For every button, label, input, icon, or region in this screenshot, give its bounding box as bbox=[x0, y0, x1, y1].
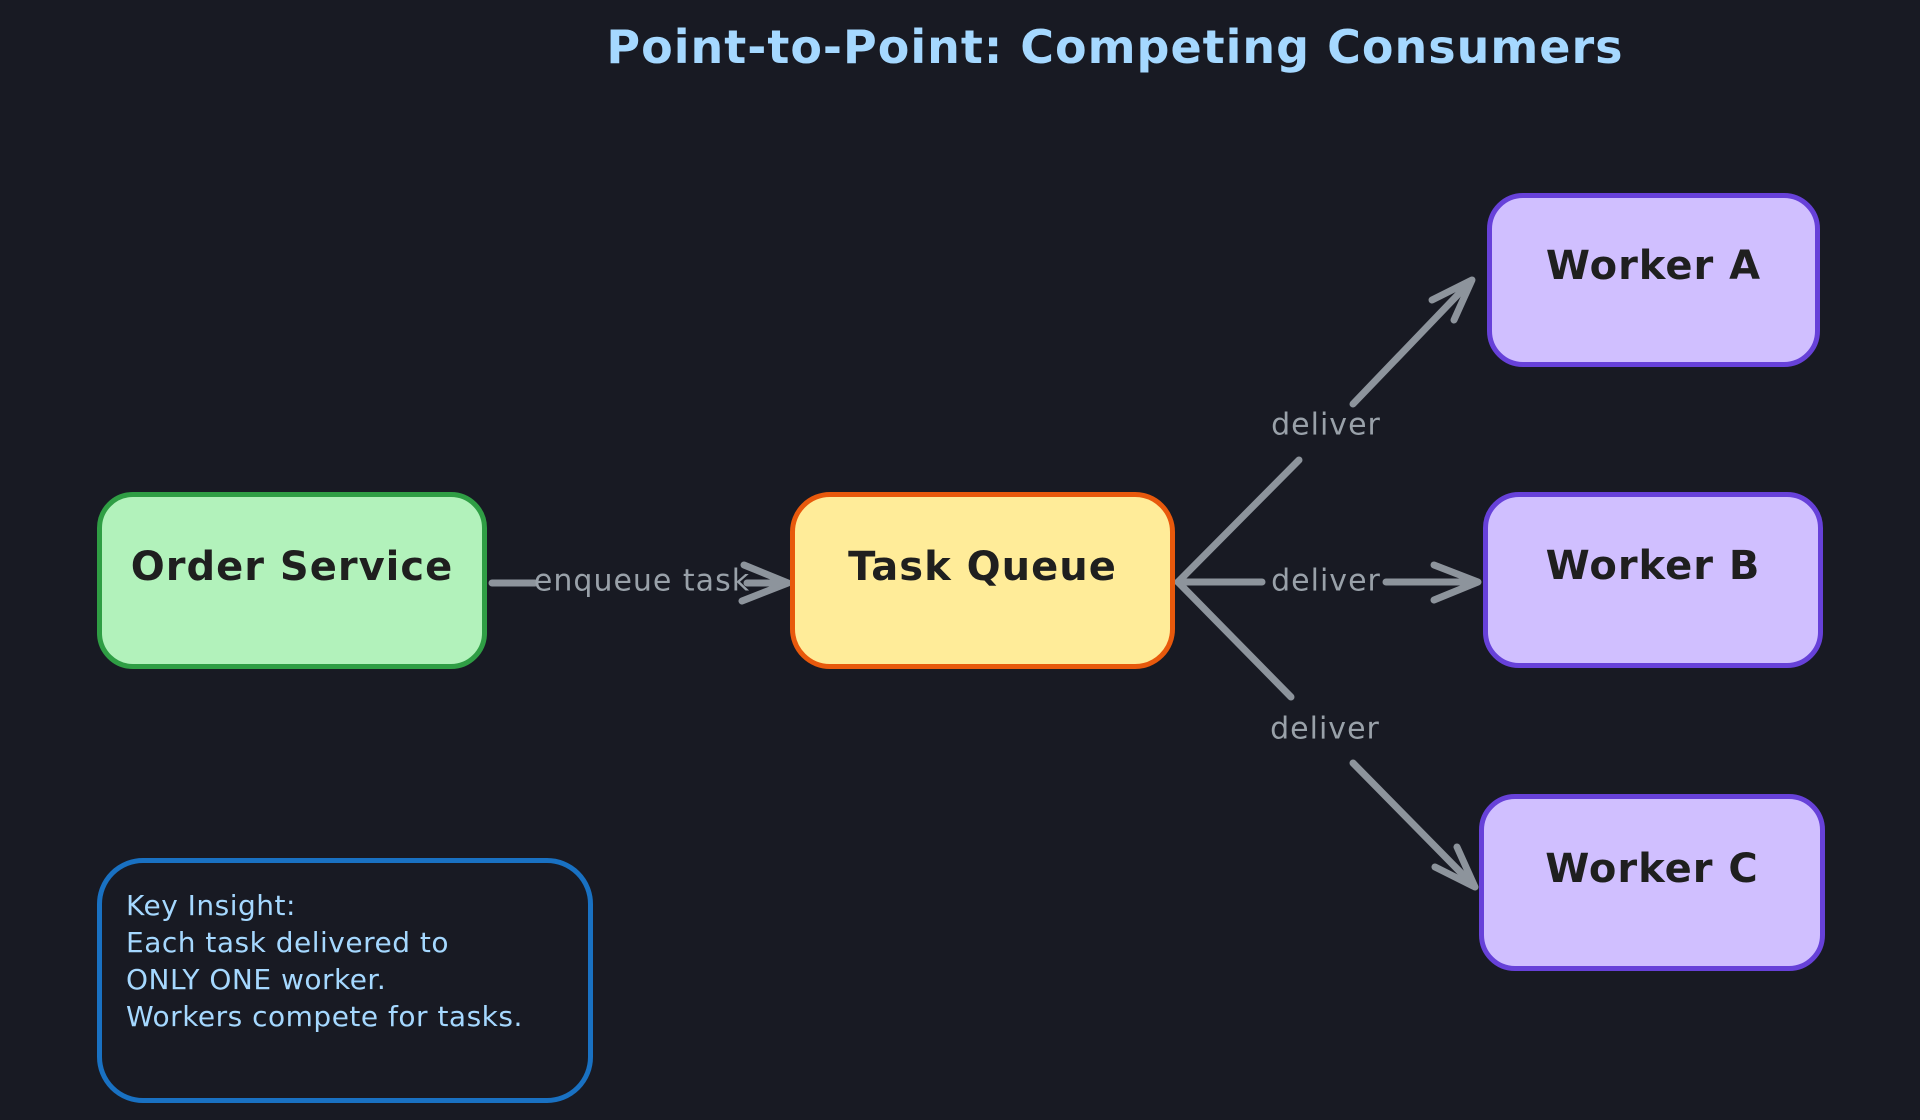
edge-deliver-worker-a bbox=[1174, 276, 1476, 586]
node-worker-a-label: Worker A bbox=[1545, 243, 1762, 289]
node-order-service: Order Service bbox=[97, 492, 487, 669]
edge-label-deliver-b: deliver bbox=[1271, 563, 1381, 599]
node-worker-c: Worker C bbox=[1479, 794, 1825, 971]
note-line-4: Workers compete for tasks. bbox=[126, 1000, 523, 1033]
edge-deliver-worker-c bbox=[1174, 578, 1479, 891]
note-line-2: Each task delivered to bbox=[126, 926, 449, 959]
key-insight-note: Key Insight: Each task delivered to ONLY… bbox=[97, 858, 593, 1103]
edge-label-enqueue-task: enqueue task bbox=[533, 563, 751, 599]
note-line-1: Key Insight: bbox=[126, 889, 296, 922]
node-task-queue-label: Task Queue bbox=[848, 543, 1117, 590]
node-worker-b-label: Worker B bbox=[1545, 543, 1761, 589]
edge-label-deliver-c: deliver bbox=[1270, 711, 1380, 747]
edge-label-deliver-a: deliver bbox=[1271, 407, 1381, 443]
note-line-3: ONLY ONE worker. bbox=[126, 963, 387, 996]
diagram-title: Point-to-Point: Competing Consumers bbox=[606, 20, 1624, 74]
node-worker-c-label: Worker C bbox=[1545, 845, 1759, 892]
edge-deliver-worker-b bbox=[1174, 561, 1482, 604]
node-worker-b: Worker B bbox=[1483, 492, 1823, 668]
edge-enqueue-task bbox=[488, 561, 792, 605]
node-worker-a: Worker A bbox=[1487, 193, 1820, 367]
node-order-service-label: Order Service bbox=[130, 543, 454, 590]
node-task-queue: Task Queue bbox=[790, 492, 1175, 669]
